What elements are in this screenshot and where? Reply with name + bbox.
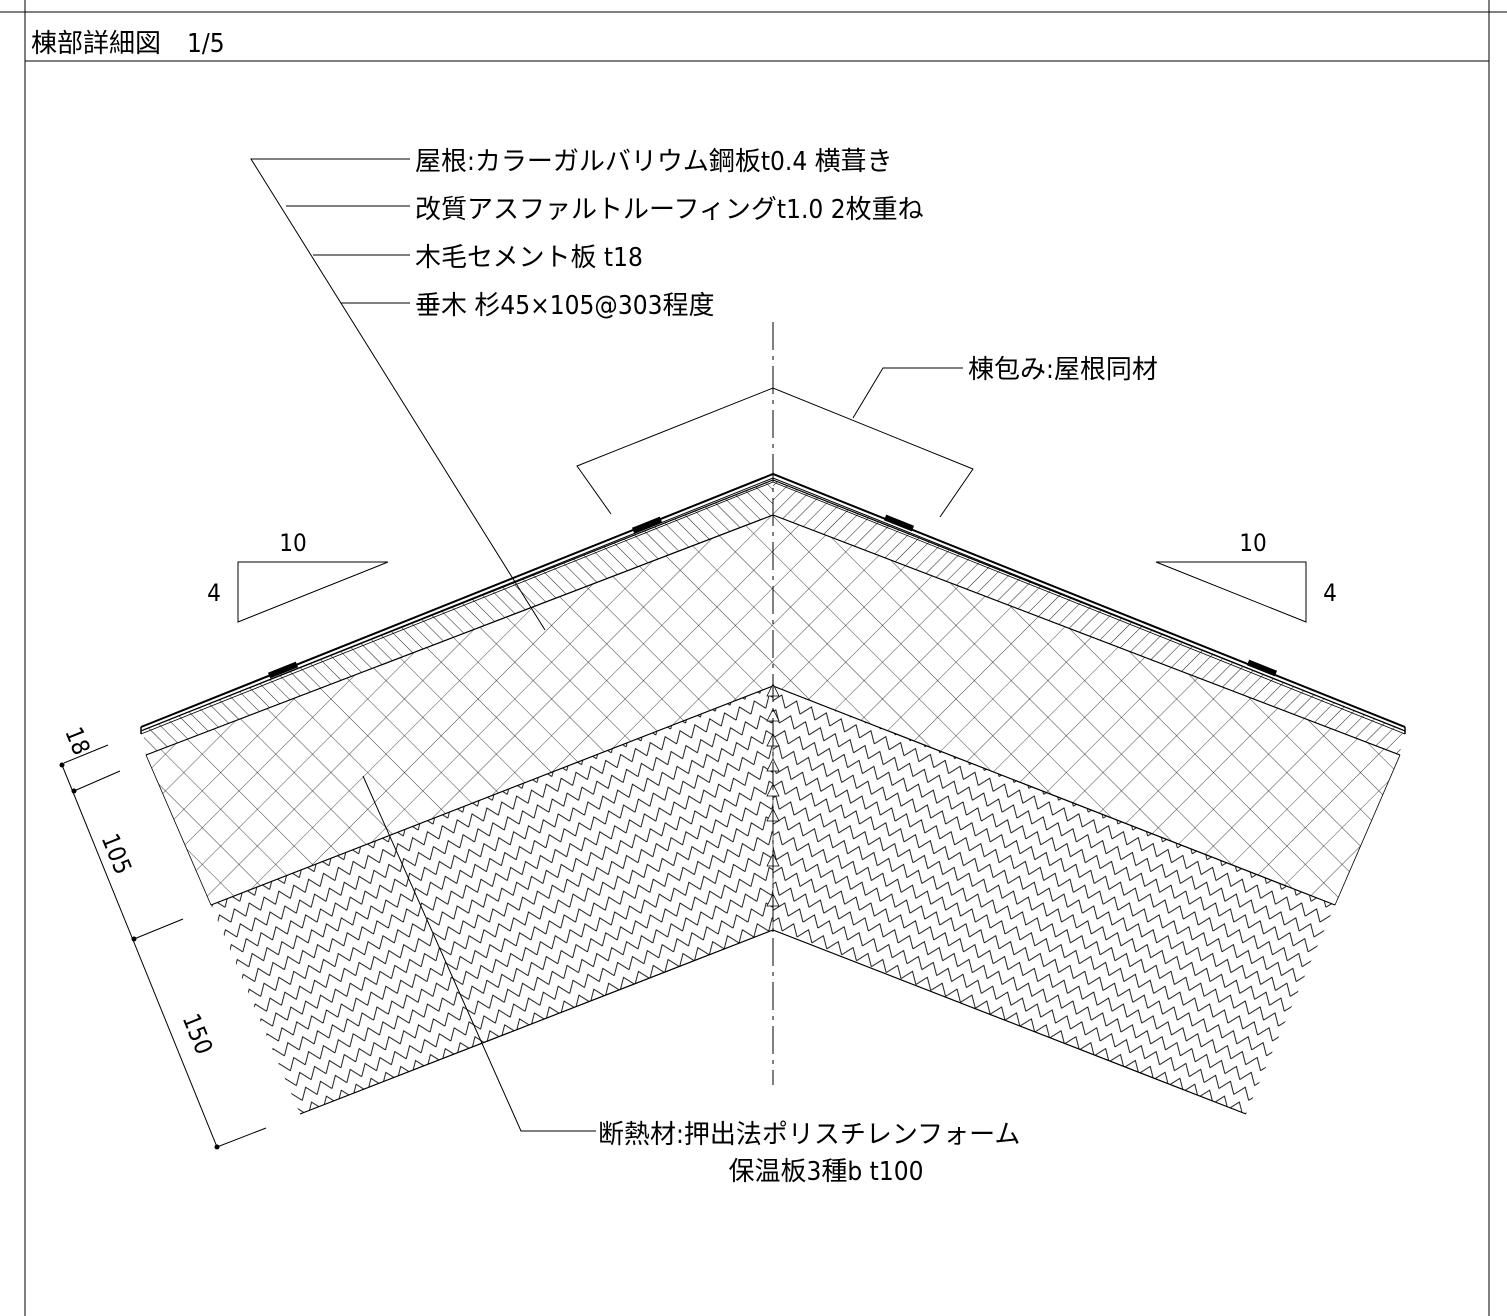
dim-board: 18 [59,723,95,759]
label-ridge-cover: 棟包み:屋根同材 [968,355,1158,385]
roof-section [140,472,1406,1115]
slope-run-left: 10 [279,529,306,557]
label-roofing: 改質アスファルトルーフィングt1.0 2枚重ね [415,195,924,225]
slope-rise-right: 4 [1323,579,1337,607]
page-title: 棟部詳細図 1/5 [31,29,225,59]
slope-rise-left: 4 [207,579,221,607]
dim-rafter: 105 [96,830,137,879]
leader-lines [250,158,596,1132]
label-roof: 屋根:カラーガルバリウム鋼板t0.4 横葺き [415,147,893,177]
label-board: 木毛セメント板 t18 [415,243,643,273]
ridge-cover-outline [576,367,974,518]
slope-symbol-left: 10 4 [207,529,389,623]
slope-run-right: 10 [1239,529,1266,557]
label-rafter: 垂木 杉45×105@303程度 [415,291,714,321]
label-insulation: 断熱材:押出法ポリスチレンフォーム [598,1120,1020,1150]
label-insulation-spec: 保温板3種b t100 [729,1157,924,1187]
slope-symbol-right: 10 4 [1155,529,1337,623]
dim-insulation: 150 [177,1010,218,1059]
